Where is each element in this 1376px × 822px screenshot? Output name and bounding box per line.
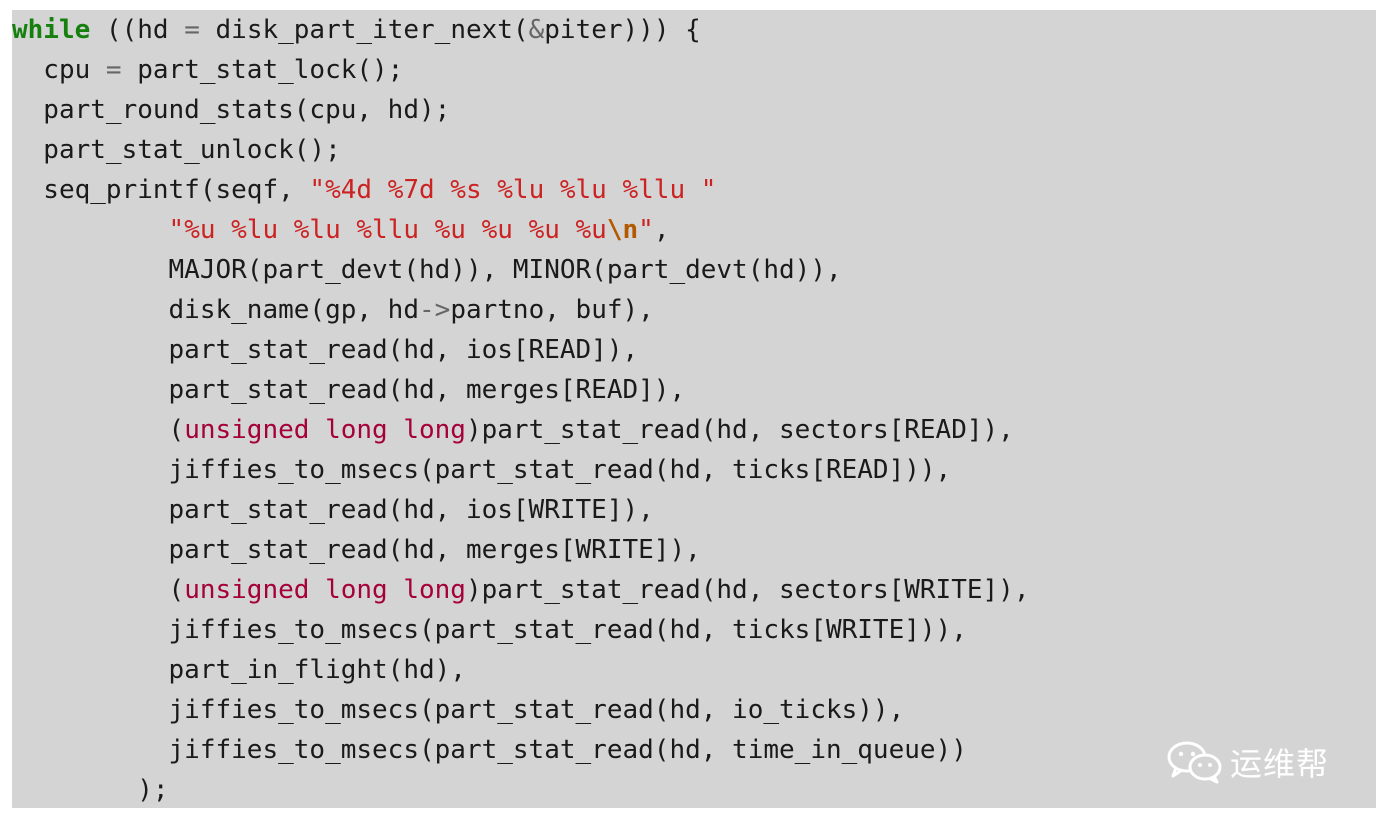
code-line: disk_name(gp, hd->partno, buf), (12, 290, 1029, 330)
code-token: part_stat_read(hd, ios[WRITE]), (12, 495, 654, 525)
code-token: partno, buf), (450, 295, 654, 325)
code-token-str: " (638, 215, 654, 245)
code-line: part_in_flight(hd), (12, 650, 1029, 690)
code-line: part_stat_unlock(); (12, 130, 1029, 170)
code-line: jiffies_to_msecs(part_stat_read(hd, time… (12, 730, 1029, 770)
code-token-str: "%4d %7d %s %lu %lu %llu " (309, 175, 717, 205)
code-token-op: = (105, 55, 122, 85)
code-token: )part_stat_read(hd, sectors[READ]), (465, 415, 1014, 445)
code-token: part_in_flight(hd), (12, 655, 466, 685)
wechat-icon (1167, 741, 1222, 784)
code-token: part_round_stats(cpu, hd); (12, 95, 451, 125)
code-token: part_stat_unlock(); (12, 135, 341, 165)
code-line: jiffies_to_msecs(part_stat_read(hd, io_t… (12, 690, 1029, 730)
code-token: part_stat_read(hd, ios[READ]), (12, 335, 639, 365)
code-line: ); (12, 770, 1029, 810)
code-line: part_stat_read(hd, ios[WRITE]), (12, 490, 1029, 530)
code-token: part_stat_read(hd, merges[READ]), (12, 375, 686, 405)
code-token (12, 215, 169, 245)
code-token: jiffies_to_msecs(part_stat_read(hd, tick… (12, 615, 967, 645)
code-token-type: unsigned long long (184, 575, 466, 605)
code-token: ( (12, 415, 185, 445)
code-token: jiffies_to_msecs(part_stat_read(hd, time… (12, 735, 967, 765)
code-panel: while ((hd = disk_part_iter_next(&piter)… (12, 10, 1376, 808)
code-line: (unsigned long long)part_stat_read(hd, s… (12, 570, 1030, 610)
code-token: cpu (12, 55, 106, 85)
code-token: )part_stat_read(hd, sectors[WRITE]), (465, 575, 1030, 605)
code-token: jiffies_to_msecs(part_stat_read(hd, tick… (12, 455, 952, 485)
code-token-esc: \n (606, 215, 639, 245)
watermark: 运维帮 (1166, 740, 1329, 784)
code-token: ); (12, 775, 169, 805)
code-token-op: -> (419, 295, 451, 325)
code-line: part_stat_read(hd, merges[READ]), (12, 370, 1029, 410)
watermark-text: 运维帮 (1230, 745, 1330, 783)
code-token: jiffies_to_msecs(part_stat_read(hd, io_t… (12, 695, 905, 725)
code-token-type: unsigned long long (184, 415, 466, 445)
code-line: cpu = part_stat_lock(); (12, 50, 1029, 90)
code-token: , (653, 215, 670, 245)
code-token: disk_part_iter_next( (199, 15, 529, 45)
code-line: while ((hd = disk_part_iter_next(&piter)… (12, 10, 1029, 50)
code-line: part_round_stats(cpu, hd); (12, 90, 1029, 130)
code-token: seq_printf(seqf, (12, 175, 310, 205)
code-line: part_stat_read(hd, merges[WRITE]), (12, 530, 1029, 570)
code-token-op: = (184, 15, 200, 45)
code-token: disk_name(gp, hd (12, 295, 419, 325)
code-token-str: "%u %lu %lu %llu %u %u %u %u (168, 215, 607, 245)
code-line: seq_printf(seqf, "%4d %7d %s %lu %lu %ll… (12, 170, 1029, 210)
code-line: MAJOR(part_devt(hd)), MINOR(part_devt(hd… (12, 250, 1029, 290)
code-token: ( (12, 575, 185, 605)
code-line: jiffies_to_msecs(part_stat_read(hd, tick… (12, 450, 1029, 490)
code-token: part_stat_lock(); (121, 55, 404, 85)
code-line: jiffies_to_msecs(part_stat_read(hd, tick… (12, 610, 1029, 650)
code-line: (unsigned long long)part_stat_read(hd, s… (12, 410, 1029, 450)
code-token: MAJOR(part_devt(hd)), MINOR(part_devt(hd… (12, 255, 842, 285)
code-block: while ((hd = disk_part_iter_next(&piter)… (12, 10, 1029, 810)
code-line: "%u %lu %lu %llu %u %u %u %u\n", (12, 210, 1029, 250)
code-token: ((hd (90, 15, 185, 45)
code-line: part_stat_read(hd, ios[READ]), (12, 330, 1029, 370)
code-token-op: & (528, 15, 545, 45)
code-token: part_stat_read(hd, merges[WRITE]), (12, 535, 701, 565)
code-token-kw: while (12, 15, 91, 45)
code-token: piter))) { (544, 15, 701, 45)
